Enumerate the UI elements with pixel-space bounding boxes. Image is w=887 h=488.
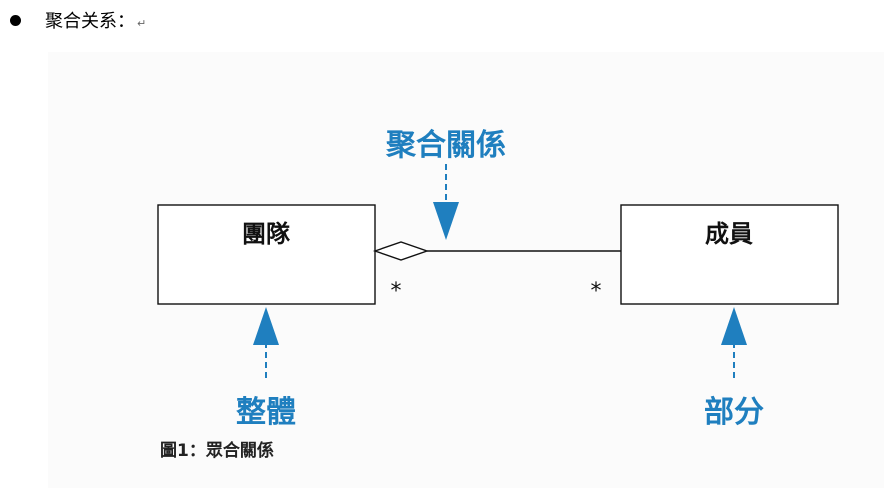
- down-arrow-icon: [433, 202, 459, 240]
- part-annotation: 部分: [704, 395, 764, 430]
- part-multiplicity: *: [591, 279, 602, 304]
- part-up-arrow-icon: [721, 307, 747, 345]
- figure-caption: 圖1：眾合關係: [160, 440, 274, 461]
- part-class-label: 成員: [705, 220, 753, 248]
- bullet-dot-icon: [10, 14, 21, 26]
- paragraph-return-mark: ↵: [137, 16, 147, 30]
- part-class-box: [620, 204, 839, 305]
- whole-class-label: 團隊: [242, 220, 291, 248]
- uml-aggregation-figure: 團隊 成員 * * 聚合關係 整體 部分 圖1：眾合關係: [48, 52, 884, 488]
- aggregation-title-label: 聚合關係: [385, 128, 506, 163]
- whole-class-box: [157, 204, 376, 305]
- whole-up-arrow-icon: [253, 307, 279, 345]
- whole-annotation: 整體: [236, 395, 296, 430]
- whole-multiplicity: *: [391, 279, 402, 304]
- bullet-text: 聚合关系：: [45, 11, 135, 32]
- aggregation-diamond-icon: [372, 241, 430, 261]
- bullet-item: 聚合关系： ↵: [10, 8, 146, 32]
- uml-diagram-canvas: 團隊 成員 * * 聚合關係 整體 部分 圖1：眾合關係: [157, 128, 839, 461]
